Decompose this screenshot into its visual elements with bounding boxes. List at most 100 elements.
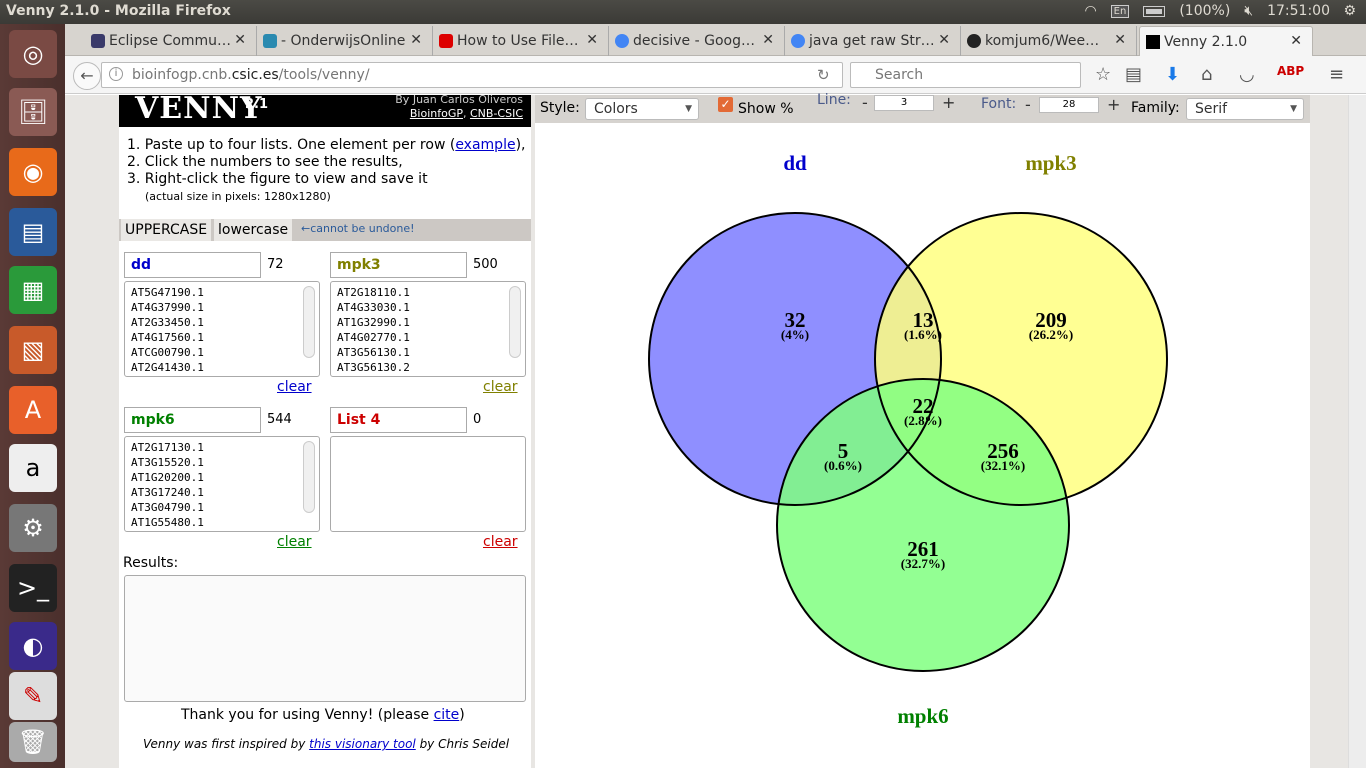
tab-decisive-google[interactable]: decisive - Goog…✕ [609,26,785,56]
list2-clear-link[interactable]: clear [483,379,518,395]
list3-clear-link[interactable]: clear [277,534,312,550]
venn-label-mpk6: mpk6 [897,704,948,728]
home-icon[interactable]: ⌂ [1201,64,1213,85]
sound-muted-icon[interactable]: 🔇︎ [1244,3,1254,19]
keyboard-layout-indicator[interactable]: En [1110,4,1130,18]
tab-venny[interactable]: Venny 2.1.0✕ [1139,26,1313,56]
close-tab-icon[interactable]: ✕ [762,32,774,48]
example-link[interactable]: example [455,137,516,153]
show-percent-checkbox[interactable]: ✓ [718,97,733,112]
writer-icon[interactable]: ▤ [9,208,57,256]
region-count-mpk6-only[interactable]: 261 [907,537,939,561]
cite-link[interactable]: cite [433,707,460,723]
list1-scrollbar[interactable] [303,286,315,358]
close-tab-icon[interactable]: ✕ [1114,32,1126,48]
close-tab-icon[interactable]: ✕ [938,32,950,48]
site-info-icon[interactable]: i [109,67,123,81]
reading-list-icon[interactable]: ▤ [1125,64,1143,85]
tab-java-get-raw[interactable]: java get raw Str…✕ [785,26,961,56]
calc-icon[interactable]: ▦ [9,266,57,314]
tab-how-to-use-file[interactable]: How to Use File…✕ [433,26,609,56]
downloads-icon[interactable]: ⬇ [1165,64,1181,85]
list4-textarea[interactable] [330,436,526,532]
firefox-icon[interactable]: ◉ [9,148,57,196]
results-textarea[interactable] [124,575,526,702]
font-decrease-button[interactable]: - [1025,95,1031,114]
venn-diagram-panel: Style: Colors▼ ✓ Show % Line: - 3 + Font… [535,92,1310,768]
venn-label-mpk3: mpk3 [1025,151,1076,175]
uppercase-button[interactable]: UPPERCASE [121,219,212,241]
list1-name-input[interactable]: dd [124,252,261,278]
software-center-icon[interactable]: A [9,386,57,434]
menu-hamburger-icon[interactable]: ≡ [1329,64,1345,85]
font-increase-button[interactable]: + [1107,95,1121,114]
amazon-icon[interactable]: a [9,444,57,492]
list4-clear-link[interactable]: clear [483,534,518,550]
ubuntu-dash-icon[interactable]: ◎ [9,30,57,78]
adblock-icon[interactable]: ABP [1277,64,1305,78]
wifi-icon[interactable]: ◠ [1084,3,1097,19]
bookmark-star-icon[interactable]: ☆ [1095,64,1112,85]
region-count-mpk3-only[interactable]: 209 [1035,308,1067,332]
list3-scrollbar[interactable] [303,441,315,513]
region-percent-all: (2.8%) [904,413,942,428]
venny-input-panel: VENNY 2.1 By Juan Carlos Oliveros Bioinf… [119,91,531,768]
launcher-sidebar: ◎ 🗄︎ ◉ ▤ ▦ ▧ A a ⚙ >_ ◐ ✎ 🗑︎ [0,24,65,768]
bioinfogp-link[interactable]: BioinfoGP [409,107,463,120]
oracle-favicon-icon [439,34,453,48]
pocket-icon[interactable]: ◡ [1239,64,1255,85]
list1-clear-link[interactable]: clear [277,379,312,395]
size-note: (actual size in pixels: 1280x1280) [145,190,331,203]
lowercase-button[interactable]: lowercase [214,219,293,241]
tab-onderwijsonline[interactable]: - OnderwijsOnline✕ [257,26,433,56]
settings-gear-icon[interactable]: ⚙ [1343,3,1356,19]
line-width-input[interactable]: 3 [874,95,934,111]
line-decrease-button[interactable]: - [862,93,868,112]
eclipse-icon[interactable]: ◐ [9,622,57,670]
list2-scrollbar[interactable] [509,286,521,358]
system-top-bar: Venny 2.1.0 - Mozilla Firefox ◠ En (100%… [0,0,1366,24]
close-tab-icon[interactable]: ✕ [234,32,246,48]
battery-icon[interactable] [1143,5,1166,17]
region-count-mpk3-mpk6[interactable]: 256 [987,439,1019,463]
region-count-dd-mpk3[interactable]: 13 [913,308,934,332]
search-input[interactable]: Search [850,62,1081,88]
list1-count: 72 [267,257,284,272]
impress-icon[interactable]: ▧ [9,326,57,374]
close-tab-icon[interactable]: ✕ [410,32,422,48]
reload-icon[interactable]: ↻ [817,66,830,84]
region-count-dd-only[interactable]: 32 [785,308,806,332]
tab-strip: Eclipse Commu…✕ - OnderwijsOnline✕ How t… [65,24,1366,56]
clock[interactable]: 17:51:00 [1267,3,1330,19]
close-tab-icon[interactable]: ✕ [1290,33,1302,49]
back-button[interactable]: ← [73,62,101,90]
close-tab-icon[interactable]: ✕ [586,32,598,48]
list2-name-input[interactable]: mpk3 [330,252,467,278]
tab-eclipse[interactable]: Eclipse Commu…✕ [85,26,257,56]
font-size-input[interactable]: 28 [1039,97,1099,113]
system-settings-icon[interactable]: ⚙ [9,504,57,552]
url-bar[interactable]: bioinfogp.cnb.csic.es/tools/venny/ [101,62,843,88]
files-icon[interactable]: 🗄︎ [9,88,57,136]
venn-diagram[interactable]: dd mpk3 mpk6 32 (4%) 13 (1.6%) 209 (26.2… [535,123,1310,768]
cnb-csic-link[interactable]: CNB-CSIC [469,107,523,120]
page-scrollbar[interactable] [1348,95,1366,768]
trash-icon[interactable]: 🗑︎ [9,722,57,762]
region-percent-mpk6-only: (32.7%) [901,556,945,571]
tab-komjum6[interactable]: komjum6/Wee…✕ [961,26,1137,56]
list3-name-input[interactable]: mpk6 [124,407,261,433]
terminal-icon[interactable]: >_ [9,564,57,612]
region-count-all[interactable]: 22 [913,394,934,418]
style-select[interactable]: Colors▼ [585,98,699,120]
list4-name-input[interactable]: List 4 [330,407,467,433]
app-icon[interactable]: ✎ [9,672,57,720]
region-count-dd-mpk6[interactable]: 5 [838,439,849,463]
line-increase-button[interactable]: + [942,93,956,112]
region-percent-dd-mpk3: (1.6%) [904,327,942,342]
byline: By Juan Carlos Oliveros BioinfoGP, CNB-C… [395,93,523,120]
family-select[interactable]: Serif▼ [1186,98,1304,120]
visionary-tool-link[interactable]: this visionary tool [309,737,416,751]
